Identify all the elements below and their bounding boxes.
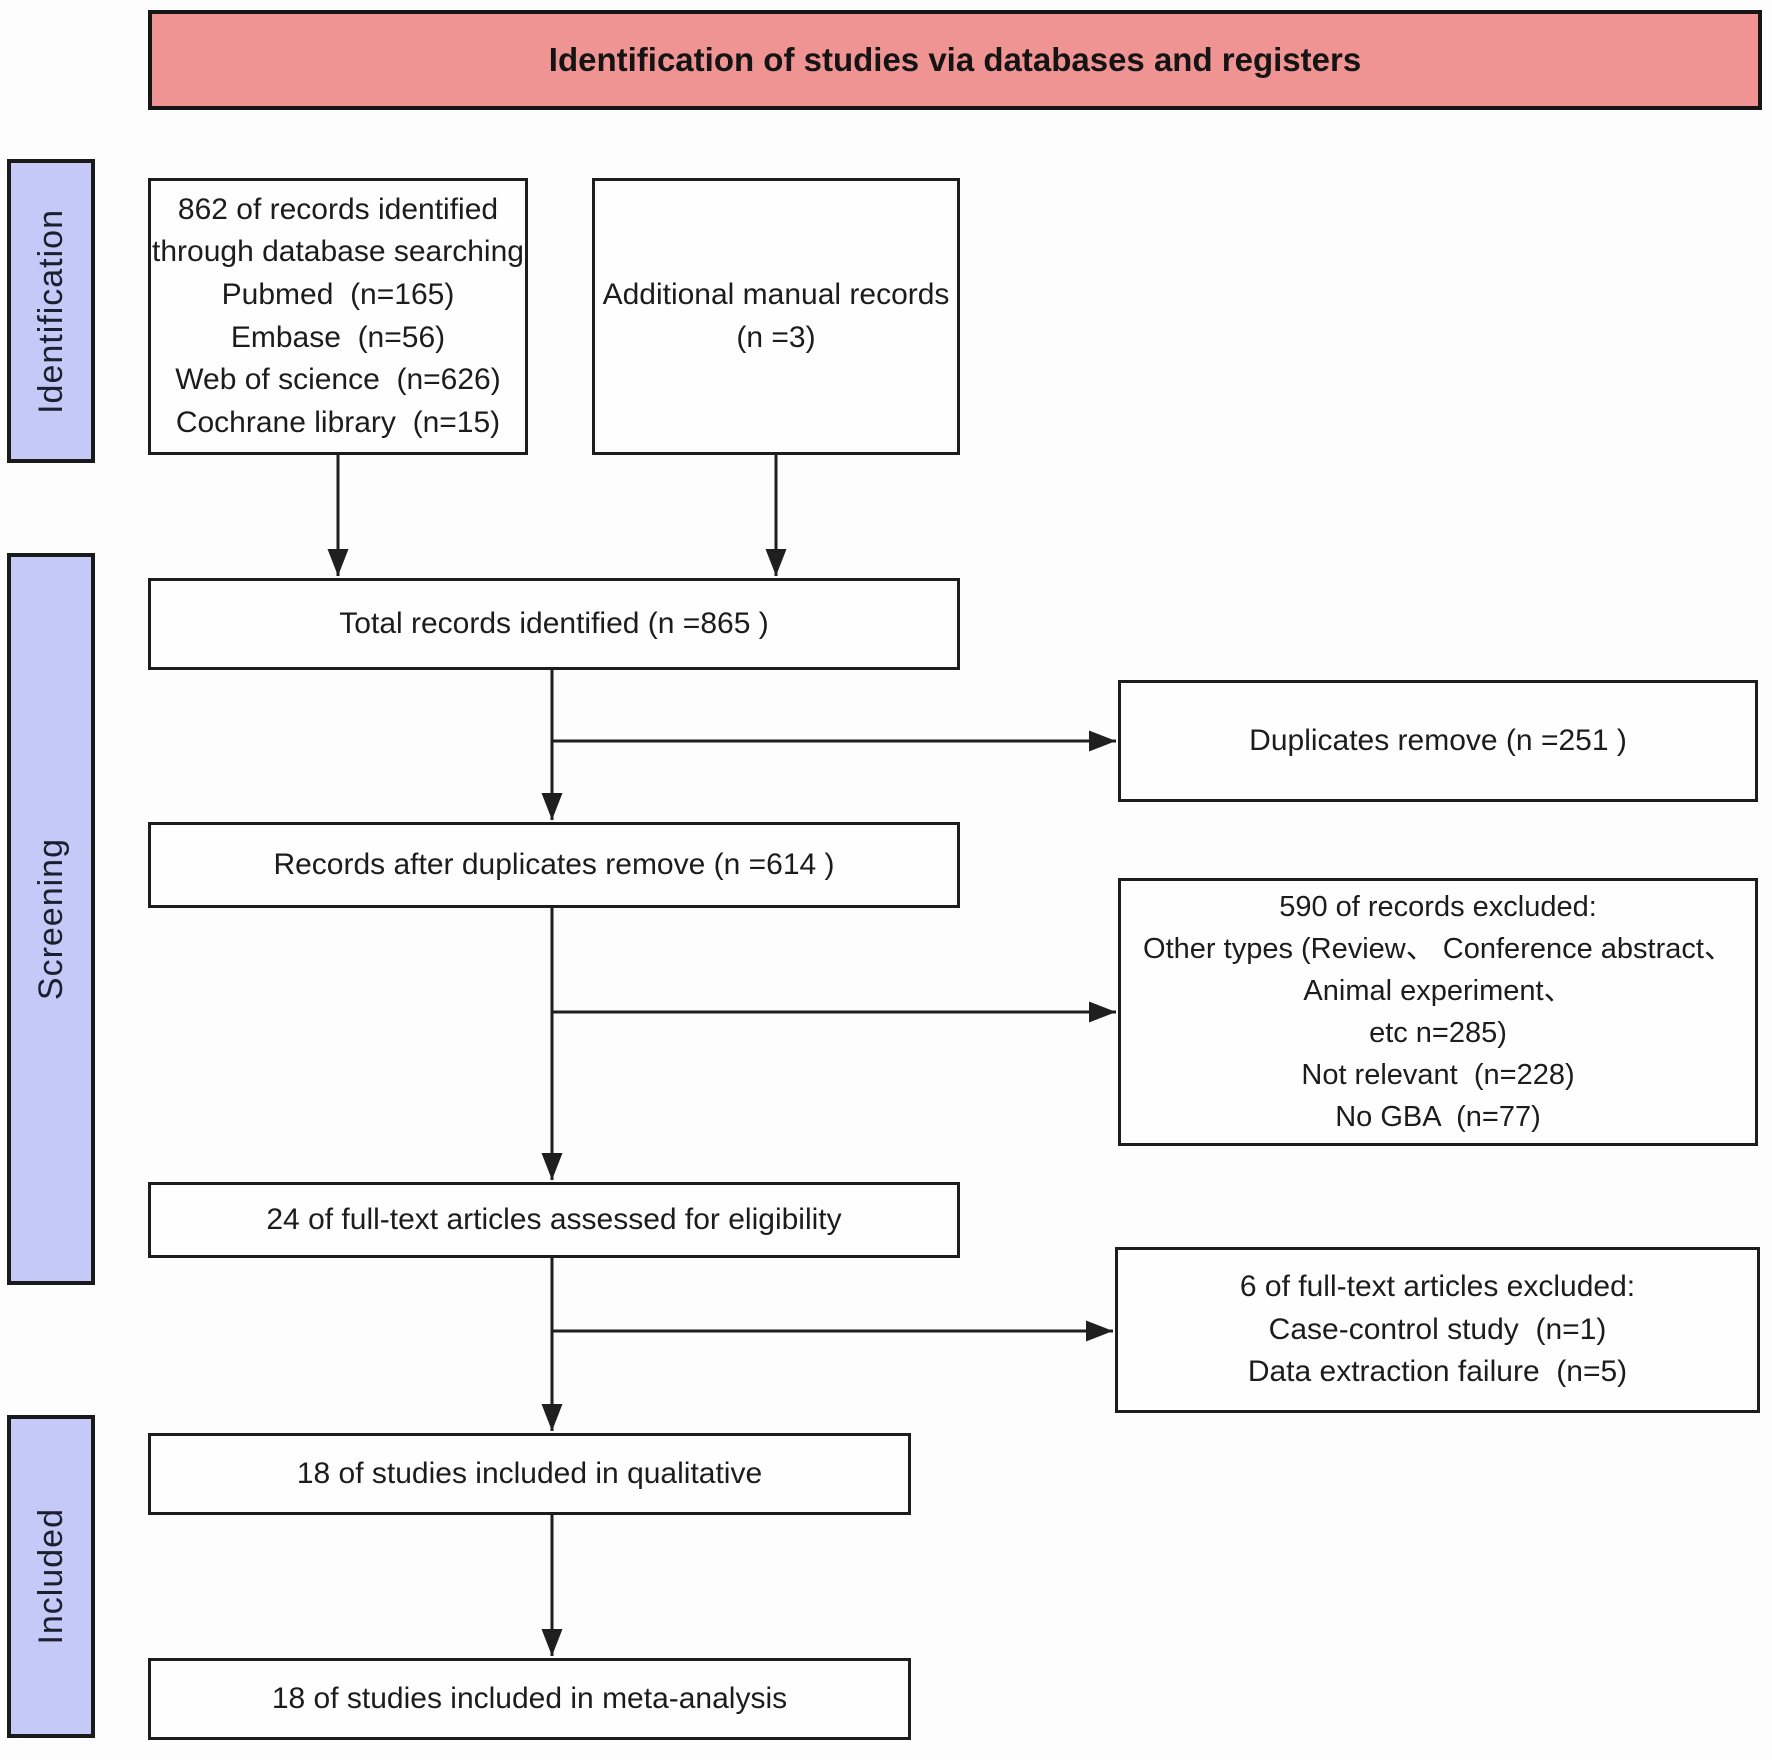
stage-label-screening: Screening: [7, 553, 95, 1285]
box-fulltext-excluded: 6 of full-text articles excluded: Case-c…: [1115, 1247, 1760, 1413]
box-records-excluded: 590 of records excluded: Other types (Re…: [1118, 878, 1758, 1146]
stage-label-included: Included: [7, 1415, 95, 1738]
box-qualitative-included: 18 of studies included in qualitative: [148, 1433, 911, 1515]
diagram-header: Identification of studies via databases …: [148, 10, 1762, 110]
stage-screening-text: Screening: [31, 837, 70, 1001]
box-total-records: Total records identified (n =865 ): [148, 578, 960, 670]
stage-label-identification: Identification: [7, 159, 95, 463]
stage-included-text: Included: [31, 1508, 70, 1645]
diagram-header-title: Identification of studies via databases …: [548, 41, 1362, 78]
box-meta-analysis-included: 18 of studies included in meta-analysis: [148, 1658, 911, 1740]
stage-identification-text: Identification: [31, 208, 70, 414]
box-manual-records: Additional manual records (n =3): [592, 178, 960, 455]
box-database-records: 862 of records identified through databa…: [148, 178, 528, 455]
box-duplicates-removed: Duplicates remove (n =251 ): [1118, 680, 1758, 802]
box-records-after-duplicates: Records after duplicates remove (n =614 …: [148, 822, 960, 908]
box-fulltext-assessed: 24 of full-text articles assessed for el…: [148, 1182, 960, 1258]
